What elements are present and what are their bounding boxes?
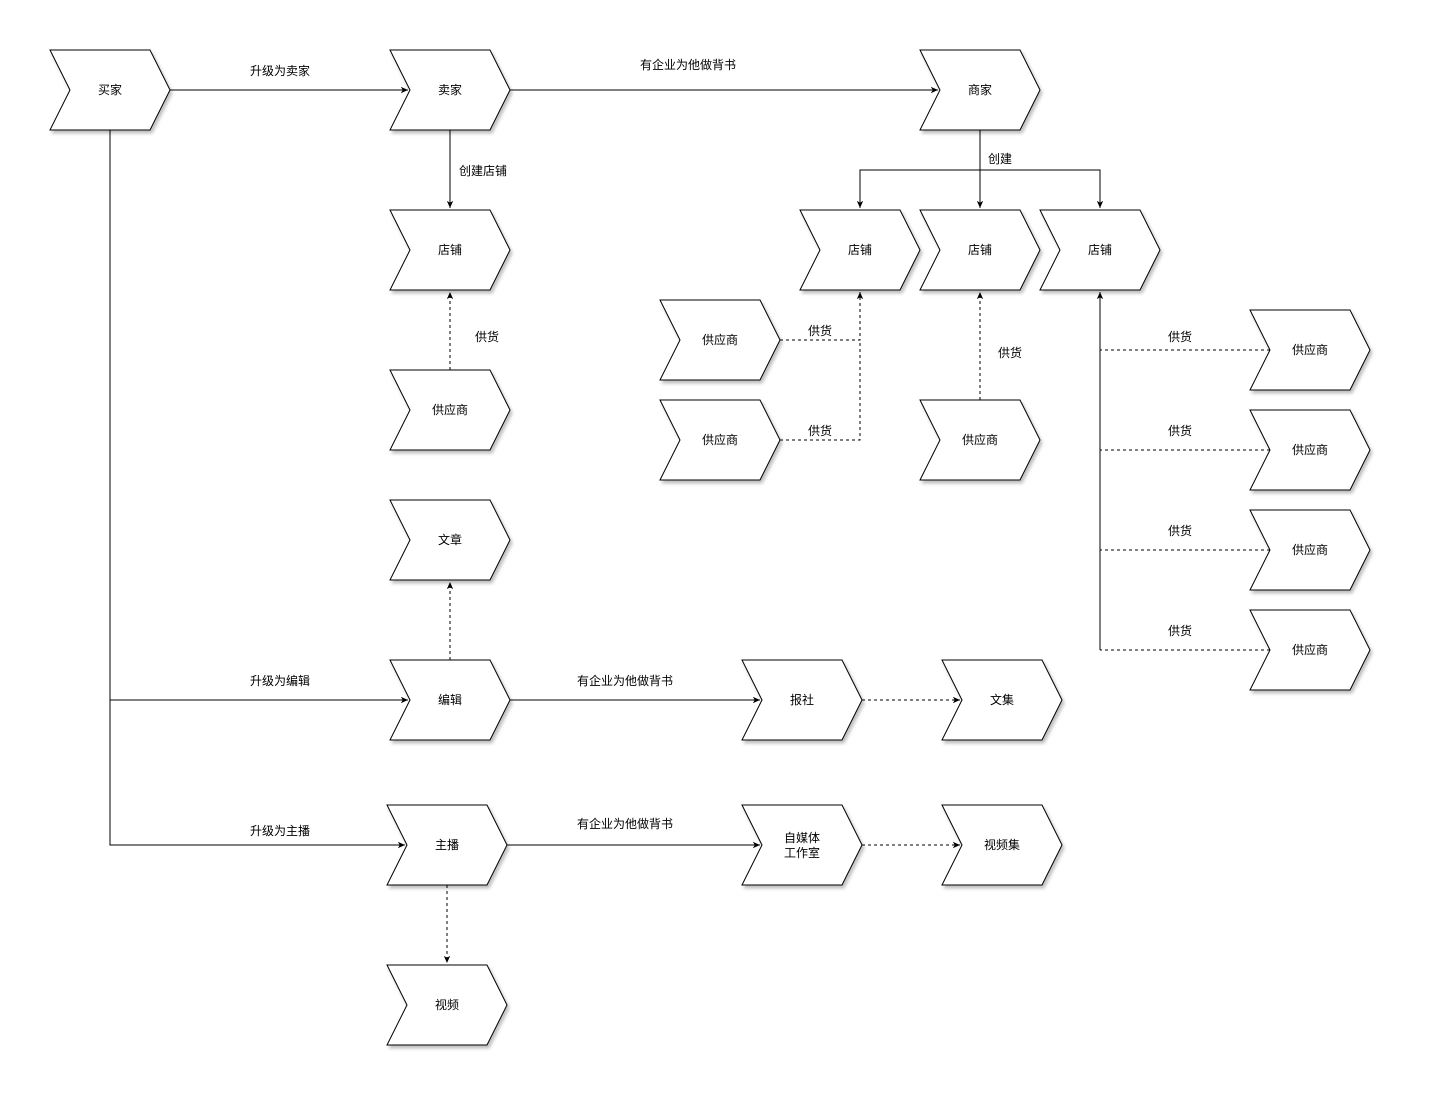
edge-merchant-to-shop-3 <box>980 169 1104 208</box>
node-seller-supplier[interactable]: 供应商 <box>389 369 511 451</box>
node-buyer[interactable]: 买家 <box>49 49 171 131</box>
node-article-label: 文章 <box>438 532 462 547</box>
edge-label-supply-r4: 供货 <box>1168 623 1192 638</box>
node-buyer-label: 买家 <box>98 82 122 97</box>
edge-label-endorse-studio: 有企业为他做背书 <box>577 816 673 831</box>
node-merchant-shop-2[interactable]: 店铺 <box>919 209 1041 291</box>
node-merchant-label: 商家 <box>968 82 992 97</box>
edge-label-supply-r3: 供货 <box>1168 523 1192 538</box>
node-anthology[interactable]: 文集 <box>941 659 1063 741</box>
edge-label-endorse-merchant: 有企业为他做背书 <box>640 57 736 72</box>
node-seller-supplier-label: 供应商 <box>432 402 468 417</box>
node-supplier-c[interactable]: 供应商 <box>919 399 1041 481</box>
node-newspaper[interactable]: 报社 <box>741 659 863 741</box>
edge-supplier-b-to-shop-1 <box>780 340 861 441</box>
node-supplier-c-label: 供应商 <box>962 432 998 447</box>
node-newspaper-label: 报社 <box>790 692 814 707</box>
node-seller-shop-label: 店铺 <box>438 243 462 257</box>
node-merchant-shop-1-label: 店铺 <box>848 243 872 257</box>
node-article[interactable]: 文章 <box>389 499 511 581</box>
node-supplier-r1-label: 供应商 <box>1292 342 1328 357</box>
node-supplier-r1[interactable]: 供应商 <box>1249 309 1371 391</box>
node-media-studio-label-1: 自媒体 <box>784 831 820 845</box>
node-supplier-a[interactable]: 供应商 <box>659 299 781 381</box>
node-merchant-shop-2-label: 店铺 <box>968 243 992 257</box>
edge-label-supply-seller-shop: 供货 <box>475 329 499 344</box>
edge-label-create: 创建 <box>988 152 1012 166</box>
node-video-collection-label: 视频集 <box>984 837 1020 852</box>
edge-label-supply-r2: 供货 <box>1168 423 1192 438</box>
node-merchant-shop-1[interactable]: 店铺 <box>799 209 921 291</box>
node-supplier-r2-label: 供应商 <box>1292 442 1328 457</box>
node-supplier-r2[interactable]: 供应商 <box>1249 409 1371 491</box>
edge-label-upgrade-seller: 升级为卖家 <box>250 63 310 78</box>
edge-label-supply-b: 供货 <box>808 423 832 438</box>
node-supplier-r4-label: 供应商 <box>1292 642 1328 657</box>
edge-label-upgrade-editor: 升级为编辑 <box>250 673 310 688</box>
node-supplier-r4[interactable]: 供应商 <box>1249 609 1371 691</box>
node-media-studio[interactable]: 自媒体 工作室 <box>741 804 863 886</box>
node-editor[interactable]: 编辑 <box>389 659 511 741</box>
edge-merchant-to-shop-1 <box>856 169 980 208</box>
node-video[interactable]: 视频 <box>386 964 508 1046</box>
node-seller-shop[interactable]: 店铺 <box>389 209 511 291</box>
edge-label-upgrade-streamer: 升级为主播 <box>250 824 310 838</box>
node-seller[interactable]: 卖家 <box>389 49 511 131</box>
node-merchant-shop-3-label: 店铺 <box>1088 243 1112 257</box>
node-merchant[interactable]: 商家 <box>919 49 1041 131</box>
node-streamer-label: 主播 <box>435 838 459 852</box>
edge-supplier-a-to-shop-1 <box>780 292 864 341</box>
node-seller-label: 卖家 <box>438 82 462 97</box>
node-editor-label: 编辑 <box>438 692 462 707</box>
edge-label-supply-r1: 供货 <box>1168 329 1192 344</box>
edge-buyer-to-streamer <box>109 130 405 849</box>
edge-label-supply-a: 供货 <box>808 323 832 338</box>
node-anthology-label: 文集 <box>990 692 1014 707</box>
edge-label-supply-c: 供货 <box>998 345 1022 360</box>
node-supplier-b[interactable]: 供应商 <box>659 399 781 481</box>
node-media-studio-label-2: 工作室 <box>784 845 820 860</box>
edge-label-create-shop: 创建店铺 <box>459 164 507 178</box>
node-supplier-r3-label: 供应商 <box>1292 542 1328 557</box>
node-video-collection[interactable]: 视频集 <box>941 804 1063 886</box>
node-streamer[interactable]: 主播 <box>386 804 508 886</box>
node-supplier-r3[interactable]: 供应商 <box>1249 509 1371 591</box>
node-video-label: 视频 <box>435 997 459 1012</box>
node-supplier-a-label: 供应商 <box>702 332 738 347</box>
edge-label-endorse-newspaper: 有企业为他做背书 <box>577 673 673 688</box>
node-merchant-shop-3[interactable]: 店铺 <box>1039 209 1161 291</box>
node-supplier-b-label: 供应商 <box>702 432 738 447</box>
